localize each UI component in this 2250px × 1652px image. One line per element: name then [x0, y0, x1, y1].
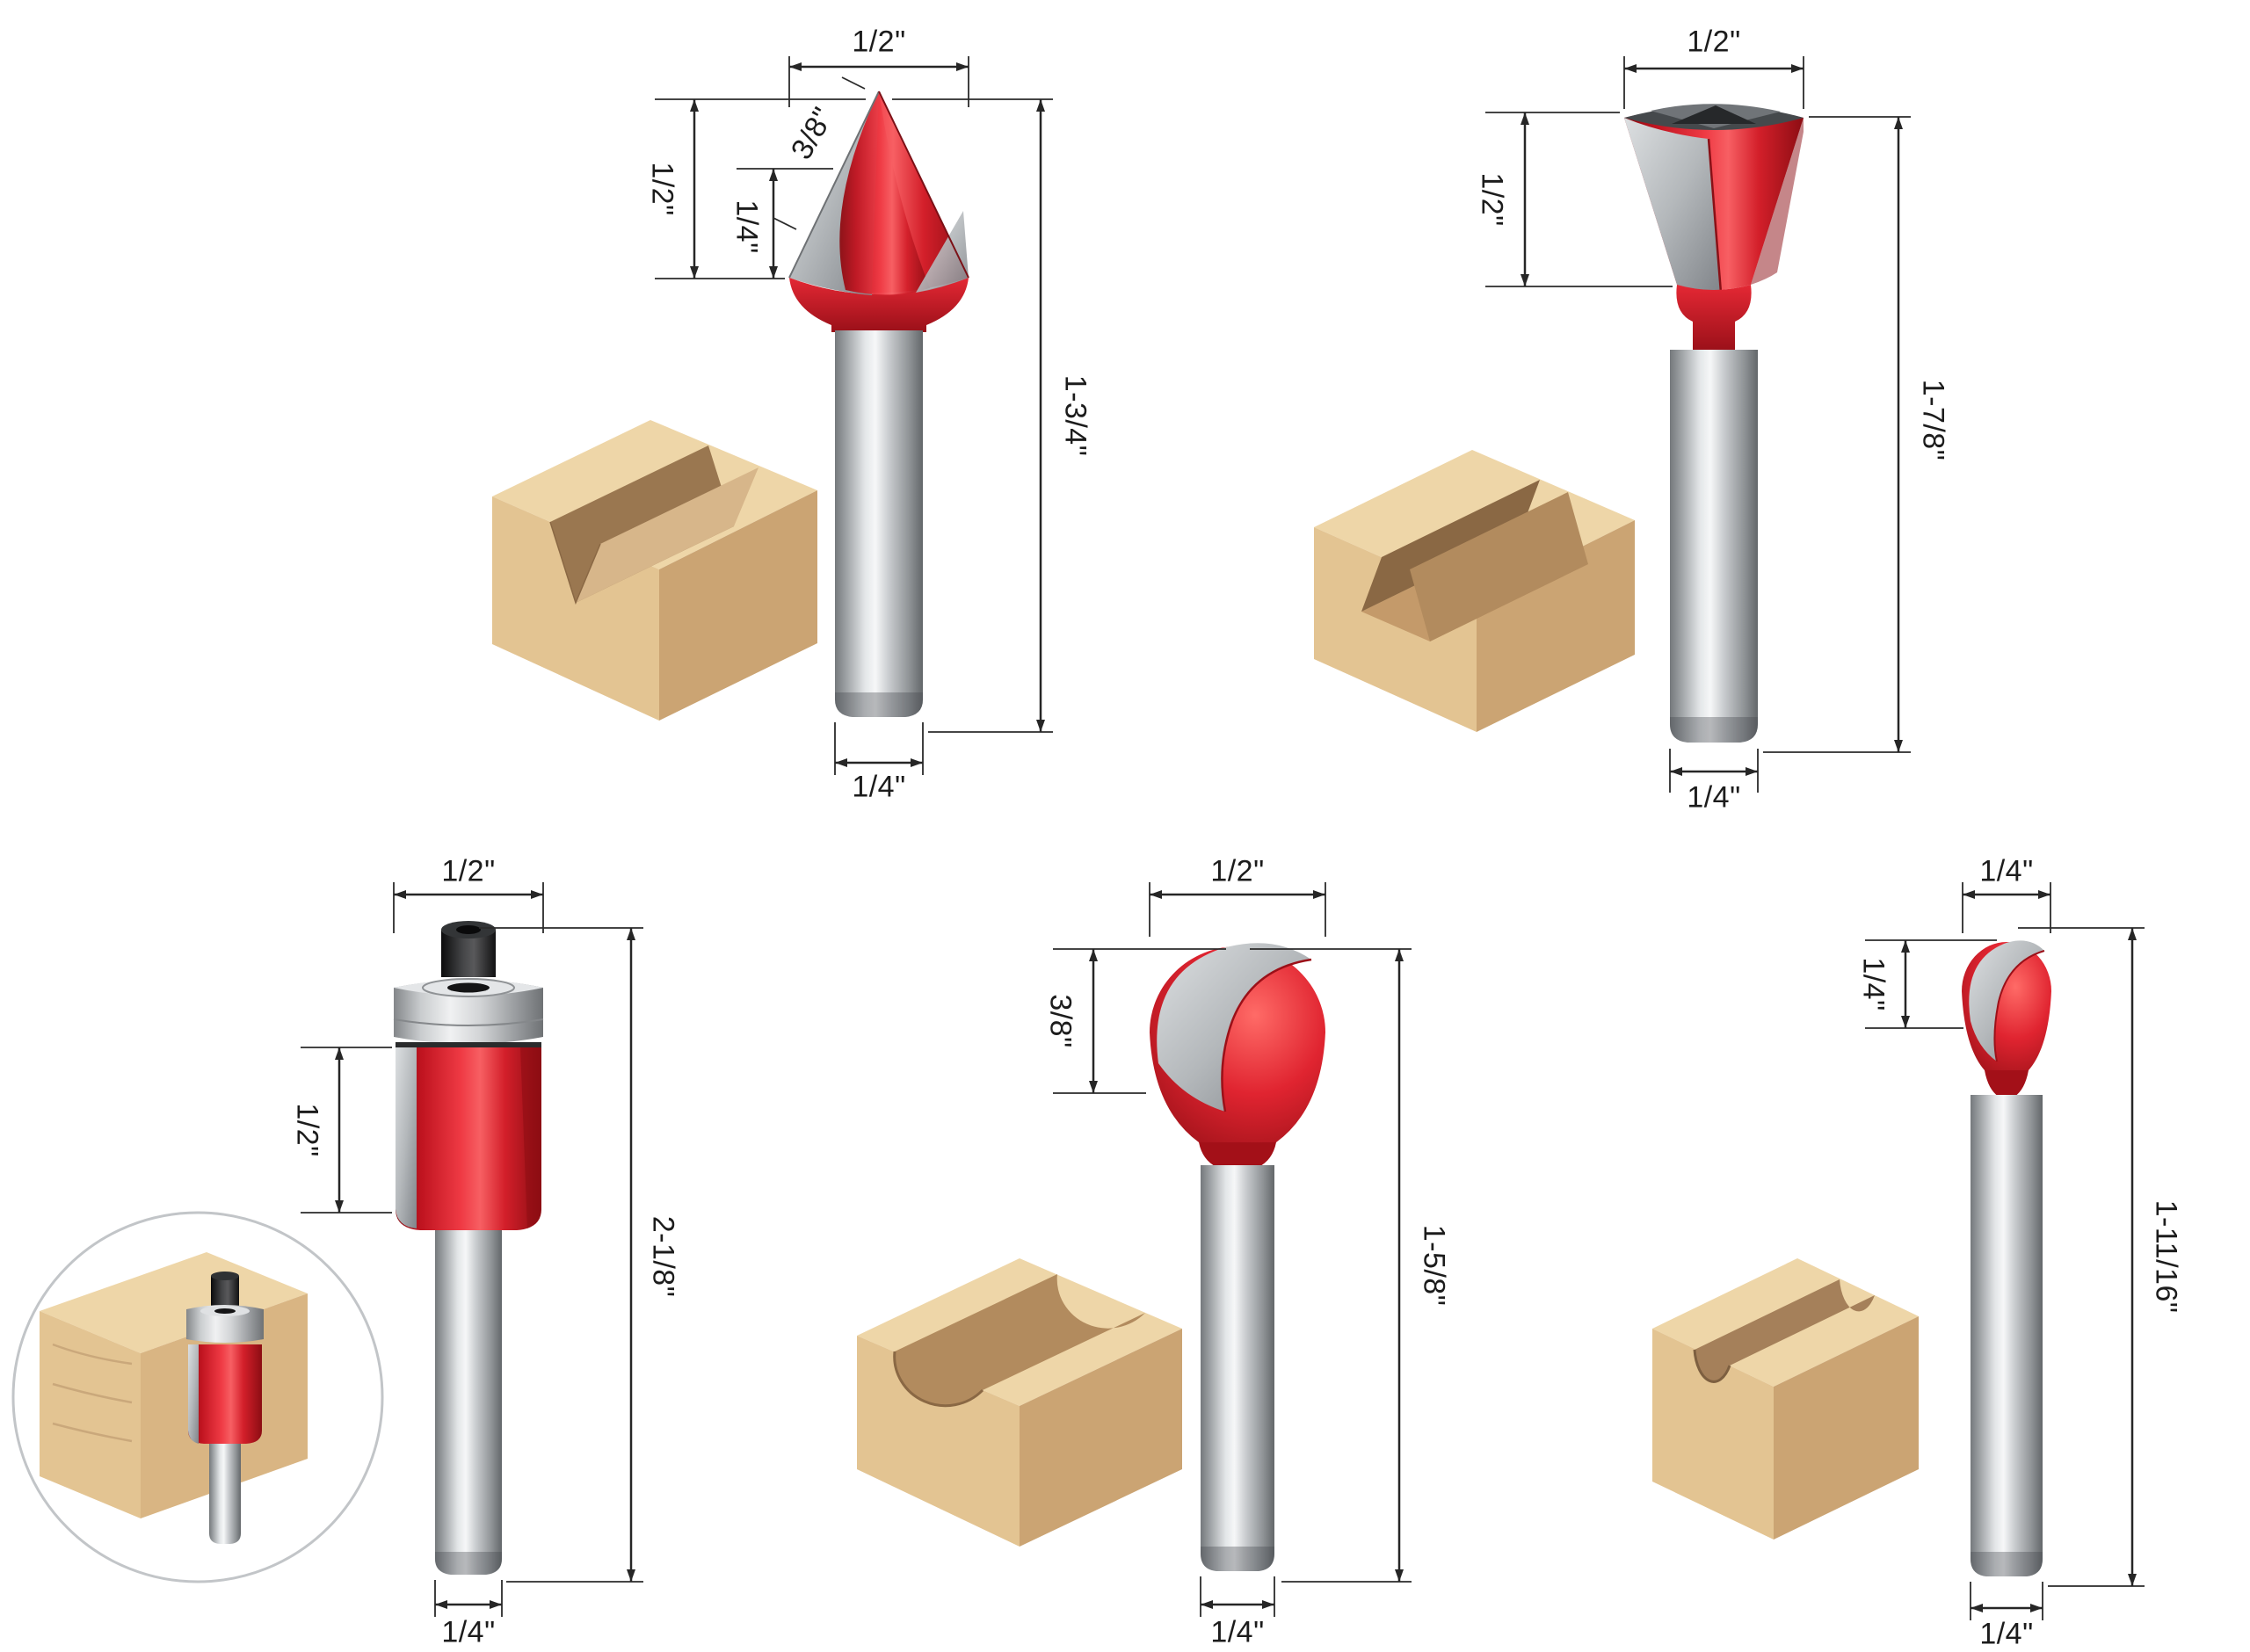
- dovetail-bit-dimensions: [1485, 56, 1911, 793]
- round-nose-bit: [1150, 943, 1325, 1571]
- block-front-face: [1652, 1329, 1774, 1540]
- block-side-face: [659, 490, 817, 721]
- dim-flushtrim-overall-length: 2-1/8": [646, 1215, 680, 1298]
- v-groove-right-wall: [576, 467, 758, 603]
- shank: [1201, 1165, 1274, 1571]
- flush-trim-bit: [393, 921, 544, 1575]
- dim-dovetail-top-width: 1/2": [1687, 25, 1741, 59]
- dovetail-groove-right-wall: [1410, 492, 1588, 641]
- dim-smallround-shank: 1/4": [1979, 1617, 2034, 1651]
- dim-vgroove-overall-length: 1-3/4": [1058, 374, 1092, 457]
- cutter-flute: [839, 91, 930, 295]
- wood-block-round-groove: [857, 1258, 1182, 1547]
- round-nose-bit-dimensions: [1053, 882, 1412, 1617]
- bearing-screw: [441, 930, 496, 977]
- cutter-cup: [1985, 1070, 2029, 1097]
- inset-board-front: [40, 1311, 141, 1518]
- inset-bit-shank: [209, 1444, 241, 1544]
- v-groove-bit-dimensions: [655, 56, 1053, 775]
- shank: [1670, 350, 1758, 743]
- dim-vgroove-shank: 1/4": [852, 770, 906, 804]
- cutter-cup: [789, 278, 969, 332]
- pilot-bearing: [394, 980, 543, 1044]
- carbide-face: [1624, 118, 1721, 293]
- dim-roundnose-cutter-height: 3/8": [1043, 994, 1078, 1048]
- dim-smallround-top-width: 1/4": [1979, 854, 2034, 888]
- inset-bit-bearing: [186, 1305, 264, 1343]
- wood-block-small-groove: [1652, 1258, 1919, 1540]
- block-side-face: [1774, 1316, 1919, 1540]
- carbide-edge: [916, 211, 969, 293]
- wood-block-v-groove: [492, 420, 817, 721]
- round-nose-bit-small: [1962, 940, 2051, 1576]
- round-nose-bit-small-dimensions: [1865, 882, 2145, 1620]
- dovetail-bit: [1624, 104, 1804, 743]
- small-channel-surface: [1695, 1279, 1875, 1382]
- inset-bit-cutter: [188, 1344, 262, 1444]
- inset-bit-nut: [211, 1276, 239, 1306]
- dim-flushtrim-shank: 1/4": [441, 1615, 496, 1649]
- dim-roundnose-overall-length: 1-5/8": [1417, 1224, 1451, 1307]
- dim-vgroove-tip-height: 1/4": [729, 199, 764, 254]
- dim-vgroove-cutter-height: 1/2": [645, 162, 679, 216]
- flush-trim-inset: [11, 1211, 384, 1583]
- shank: [835, 330, 923, 717]
- block-side-face: [1477, 520, 1635, 732]
- inset-board-top: [40, 1252, 308, 1353]
- dim-smallround-overall-length: 1-11/16": [2149, 1199, 2183, 1314]
- dim-dovetail-cutter-height: 1/2": [1475, 172, 1509, 227]
- cutter-cup: [1199, 1142, 1276, 1167]
- dim-roundnose-shank: 1/4": [1210, 1615, 1265, 1649]
- dovetail-groove-left-wall: [1361, 480, 1540, 612]
- wood-block-dovetail: [1314, 450, 1635, 732]
- shank: [435, 1230, 502, 1575]
- dim-vgroove-top-width: 1/2": [852, 25, 906, 59]
- dim-flushtrim-cutter-height: 1/2": [290, 1103, 324, 1157]
- carbide-face: [396, 1047, 417, 1228]
- v-groove-bit: [788, 91, 969, 717]
- carbide-face: [1157, 943, 1311, 1112]
- dim-smallround-cutter-height: 1/4": [1856, 957, 1891, 1011]
- cutter-cup: [1676, 285, 1752, 351]
- dim-flushtrim-top-width: 1/2": [441, 854, 496, 888]
- dim-dovetail-shank: 1/4": [1687, 780, 1741, 815]
- block-side-face: [1020, 1329, 1182, 1547]
- block-front-face: [1314, 527, 1477, 732]
- dim-dovetail-overall-length: 1-7/8": [1916, 379, 1950, 461]
- carbide-face: [1969, 940, 2044, 1061]
- cutter-body: [396, 1047, 541, 1230]
- shank: [1971, 1095, 2043, 1576]
- round-channel-surface: [894, 1274, 1145, 1406]
- flush-trim-bit-dimensions: [301, 882, 643, 1617]
- dim-roundnose-top-width: 1/2": [1210, 854, 1265, 888]
